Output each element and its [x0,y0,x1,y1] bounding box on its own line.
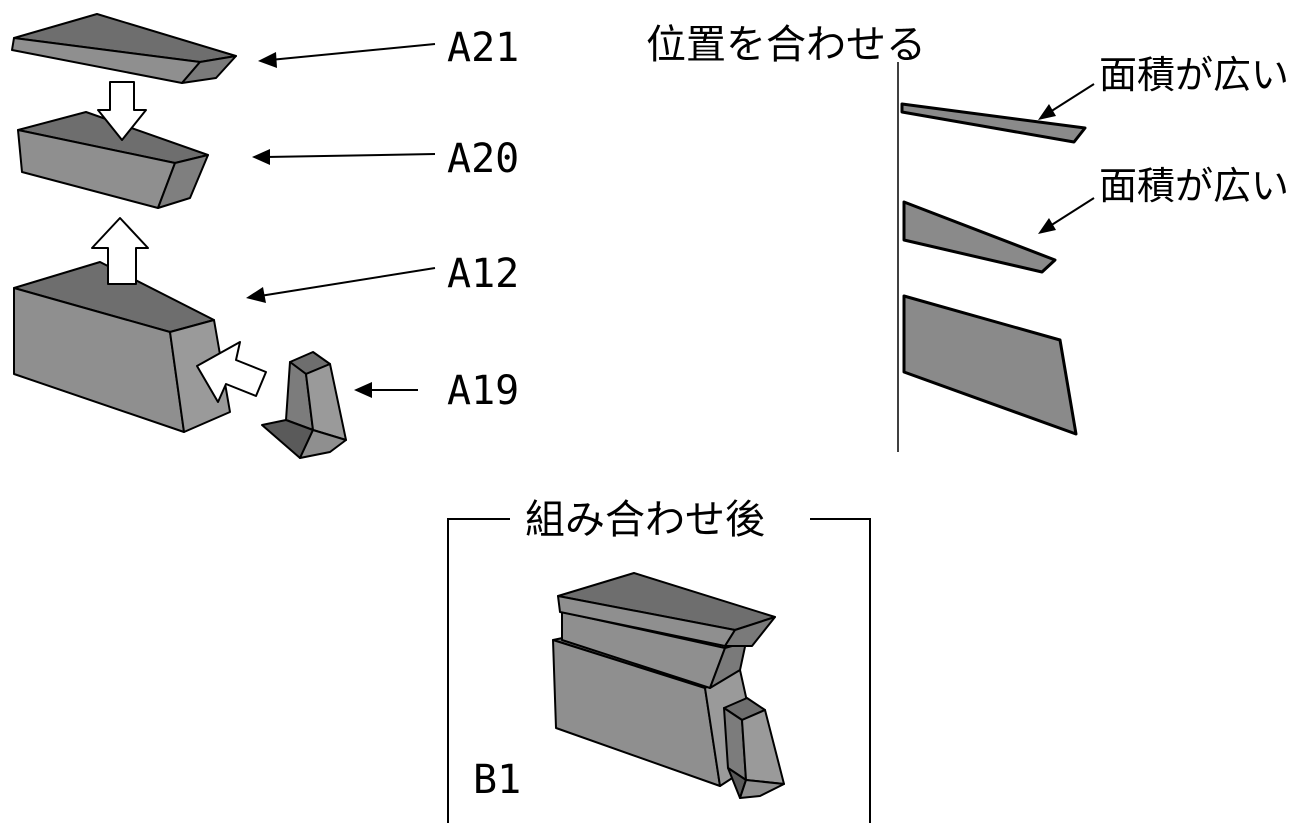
pointer-arrow-a20 [252,149,436,165]
annotation-align-position: 位置を合わせる [646,22,926,68]
label-a19: A19 [447,368,520,414]
assembled-part-b1 [552,572,785,799]
part-a12 [13,261,231,433]
part-a19 [261,351,347,459]
part-a21 [11,13,237,84]
profile-a12 [902,294,1078,436]
label-a20: A20 [447,136,520,182]
profile-a21 [900,102,1087,144]
pointer-arrow-a12 [246,267,436,303]
pointer-arrow-a19 [354,382,418,398]
up-arrow-a12-to-a20 [91,217,149,285]
result-frame [447,518,871,823]
profile-a20 [902,200,1057,274]
part-a20 [17,111,209,209]
label-a21: A21 [447,25,520,71]
label-a12: A12 [447,251,520,297]
down-arrow-a21-to-a20 [97,81,147,141]
label-b1: B1 [473,757,522,803]
pointer-arrow-wider-area-2 [1038,197,1095,234]
pointer-arrow-wider-area-1 [1038,83,1095,120]
result-box-title: 組み合わせ後 [515,500,775,540]
annotation-wider-area-1: 面積が広い [1099,53,1290,97]
pointer-arrow-a21 [258,43,436,68]
annotation-wider-area-2: 面積が広い [1099,164,1290,208]
diagonal-arrow-a19-to-a12 [196,341,267,403]
